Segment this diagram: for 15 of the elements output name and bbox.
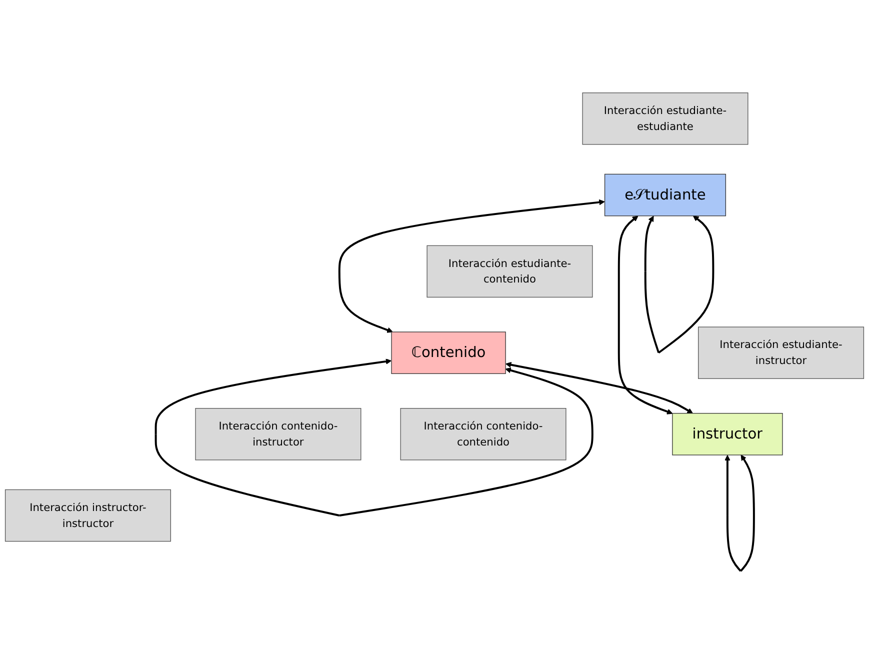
arrow	[506, 362, 693, 414]
arrow	[644, 216, 714, 354]
node-box: Interacción estudiante-contenido	[426, 245, 593, 298]
node-box: e𝒮tudiante	[604, 174, 726, 216]
arrow	[338, 199, 605, 333]
node-box: Interacción instructor-instructor	[4, 489, 171, 542]
node-box: ℂontenido	[391, 332, 506, 374]
arrow	[618, 216, 673, 414]
node-box: Interacción contenido-contenido	[400, 408, 566, 460]
arrow	[724, 454, 755, 572]
arrow	[154, 358, 594, 516]
node-box: Interacción contenido-instructor	[195, 408, 362, 460]
node-box: instructor	[672, 412, 783, 456]
node-box: Interacción estudiante-estudiante	[582, 92, 748, 145]
node-box: Interacción estudiante-instructor	[698, 326, 864, 379]
